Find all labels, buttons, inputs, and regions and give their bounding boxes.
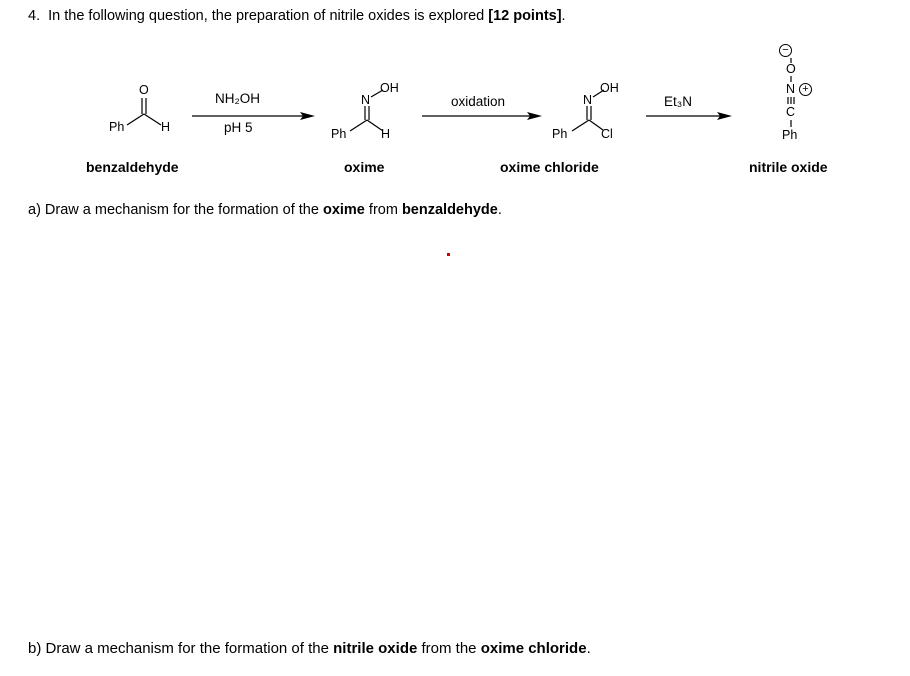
part-b-term-oxime-chloride: oxime chloride [480, 640, 587, 657]
oxime-chloride-atom-cl: Cl [601, 127, 613, 141]
step-2-reagent: oxidation [451, 94, 506, 109]
oxime-atom-h: H [381, 127, 391, 141]
benzaldehyde-bond-h [143, 113, 162, 126]
part-a-term-oxime: oxime [322, 202, 365, 218]
question-points: [12 points] [488, 8, 562, 24]
oxime-bond-ph [349, 119, 368, 132]
oxime-bond-h [366, 119, 384, 132]
oxime-atom-oh: OH [380, 81, 399, 95]
question-header: 4. In the following question, the prepar… [28, 8, 566, 24]
reaction-scheme-bonds [126, 58, 795, 132]
part-a-middle: from [364, 202, 402, 218]
question-intro: In the following question, the preparati… [48, 8, 489, 24]
oxime-chloride-bond-ph [571, 119, 590, 132]
arrow-1-head [300, 112, 315, 120]
nitrile-oxide-atom-o: O [786, 62, 796, 76]
part-a-prefix: a) Draw a mechanism for the formation of… [28, 202, 323, 218]
step-1-reagent-bottom: pH 5 [224, 120, 253, 135]
question-points-suffix: . [561, 8, 566, 24]
oxime-chloride-atom-n: N [583, 93, 593, 107]
label-benzaldehyde: benzaldehyde [86, 159, 179, 175]
part-b-middle: from the [417, 640, 481, 657]
part-b-term-nitrile-oxide: nitrile oxide [333, 640, 418, 657]
oxime-chloride-bond-n-o [592, 89, 605, 98]
part-b-prefix: b) Draw a mechanism for the formation of… [28, 640, 334, 657]
arrow-3-head [717, 112, 732, 120]
oxime-chloride-atom-ph: Ph [552, 127, 568, 141]
nitrile-oxide-negative-charge-icon: − [779, 44, 792, 57]
benzaldehyde-bond-ph [126, 113, 145, 126]
part-a-prompt: a) Draw a mechanism for the formation of… [28, 202, 502, 218]
part-a-suffix: . [497, 202, 502, 218]
step-1-reagent-top: NH₂OH [215, 91, 260, 106]
nitrile-oxide-atom-c: C [786, 105, 796, 119]
benzaldehyde-atom-o: O [139, 83, 149, 97]
part-b-suffix: . [586, 640, 591, 657]
nitrile-oxide-atom-ph: Ph [782, 128, 798, 142]
benzaldehyde-atom-h: H [161, 120, 171, 134]
label-nitrile-oxide: nitrile oxide [749, 159, 828, 175]
question-number: 4. [28, 8, 41, 24]
label-oxime: oxime [344, 159, 385, 175]
arrow-2-head [527, 112, 542, 120]
step-3-reagent: Et₃N [664, 94, 693, 109]
oxime-chloride-bond-cl [588, 119, 604, 131]
part-a-term-benzaldehyde: benzaldehyde [401, 202, 498, 218]
label-oxime-chloride: oxime chloride [500, 159, 599, 175]
benzaldehyde-atom-ph: Ph [109, 120, 125, 134]
nitrile-oxide-atom-n: N [786, 82, 796, 96]
oxime-bond-n-o [370, 89, 384, 98]
nitrile-oxide-positive-charge-icon: + [799, 83, 812, 96]
oxime-chloride-atom-oh: OH [600, 81, 619, 95]
stray-dot [447, 253, 450, 256]
oxime-atom-ph: Ph [331, 127, 347, 141]
part-b-prompt: b) Draw a mechanism for the formation of… [28, 640, 591, 657]
oxime-atom-n: N [361, 93, 371, 107]
